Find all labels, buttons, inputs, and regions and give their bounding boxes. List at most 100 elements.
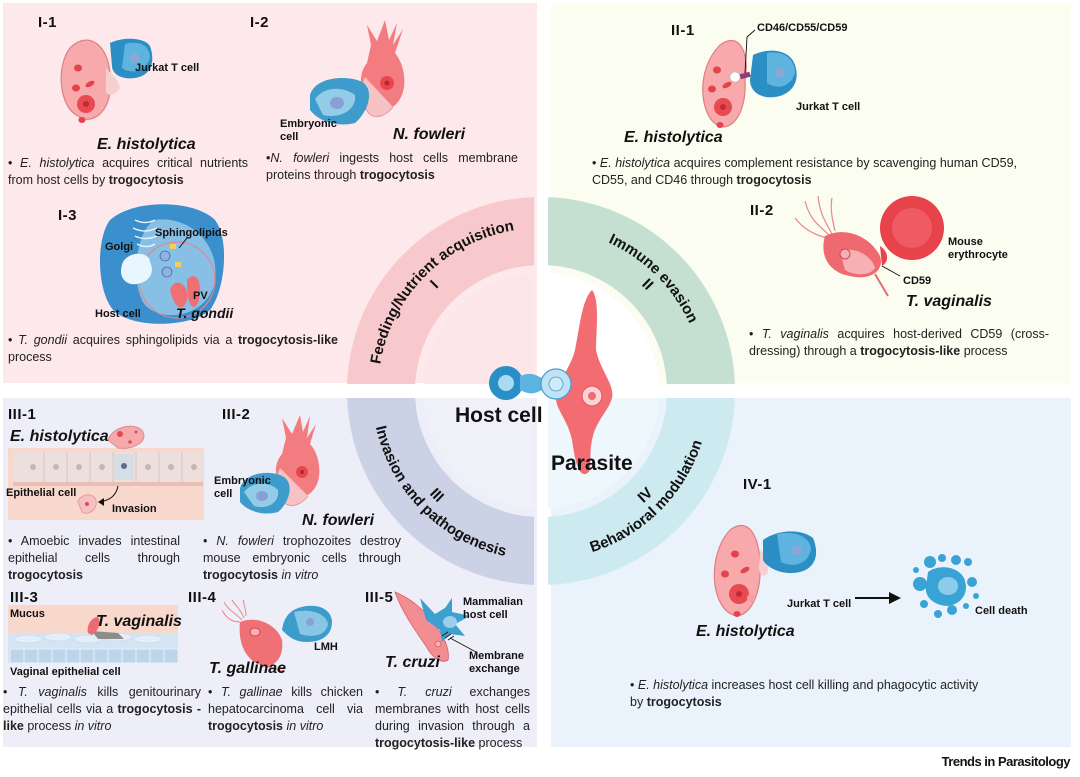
- species-name: T. gallinae: [220, 685, 283, 699]
- species-name: N. fowleri: [216, 534, 274, 548]
- label-mammalian-host-cell: Mammalian host cell: [463, 596, 523, 621]
- tag-III-1: III-1: [8, 406, 37, 423]
- emphasis-term: trogocytosis: [203, 568, 279, 582]
- amoeba-complement-illustration: [702, 29, 797, 128]
- tag-I-2: I-2: [250, 14, 270, 31]
- description-text: acquires complement resistance by scaven…: [592, 156, 1017, 187]
- label-membrane-exchange: Membrane exchange: [469, 650, 525, 675]
- tag-I-3: I-3: [58, 207, 78, 224]
- dying-cell-icon: [913, 554, 979, 618]
- amoeba-jurkat-illustration: [60, 38, 153, 123]
- ring-band-II: [548, 197, 735, 384]
- ring-band-I: [347, 197, 534, 384]
- label-mucus: Mucus: [10, 608, 45, 620]
- amoeba-jurkat-killing-illustration: [713, 524, 817, 617]
- species-name: in vitro: [281, 568, 319, 582]
- description-I-2: •N. fowleri ingests host cells membrane …: [266, 150, 518, 184]
- description-text: acquires host-derived CD59 (cross-dressi…: [749, 327, 1050, 358]
- description-text: acquires critical nutrients from host ce…: [8, 156, 248, 187]
- tag-III-4: III-4: [188, 589, 217, 606]
- trypanosome-membrane-exchange-illustration: [394, 591, 477, 662]
- description-text: •: [749, 327, 762, 341]
- species-e-histolytica: E. histolytica: [624, 129, 723, 146]
- description-text: •: [8, 333, 19, 347]
- description-text: process: [475, 736, 523, 750]
- label-jurkat-t-cell: Jurkat T cell: [787, 598, 852, 610]
- ring-inner-I: [423, 273, 534, 384]
- host-cell-label: Host cell: [455, 404, 543, 427]
- description-text: exchanges membranes with host cells duri…: [375, 685, 531, 733]
- description-text: •: [203, 534, 217, 548]
- description-text: kills genitourinary epithelial cells via…: [3, 685, 201, 716]
- epithelium-invasion-illustration: [8, 425, 204, 520]
- description-III-2: • N. fowleri trophozoites destroy mouse …: [203, 533, 401, 584]
- species-name: T. vaginalis: [761, 327, 829, 341]
- tag-I-1: I-1: [38, 14, 58, 31]
- ring-band-III: [347, 398, 534, 585]
- panel-immune-evasion: [551, 3, 1071, 383]
- label-cell-death: Cell death: [975, 605, 1028, 617]
- species-name: E. histolytica: [20, 156, 95, 170]
- label-embryonic-cell: Embryonic cell: [214, 475, 271, 500]
- ring-band-IV: [548, 398, 735, 585]
- description-text: •: [630, 678, 638, 692]
- description-IV-1: • E. histolytica increases host cell kil…: [630, 677, 990, 711]
- species-t-vaginalis: T. vaginalis: [96, 613, 182, 630]
- species-t-gondii: T. gondii: [176, 305, 234, 321]
- emphasis-term: trogocytosis-like: [860, 344, 961, 358]
- description-III-4: • T. gallinae kills chicken hepatocarcin…: [208, 684, 363, 735]
- naegleria-embryonic-illustration: [310, 20, 405, 125]
- description-III-3: • T. vaginalis kills genitourinary epith…: [3, 684, 201, 735]
- species-name: N. fowleri: [270, 151, 330, 165]
- emphasis-term: trogocytosis-like: [237, 333, 338, 347]
- species-name: T. vaginalis: [17, 685, 87, 699]
- label-cd46-cd55-cd59: CD46/CD55/CD59: [757, 22, 848, 34]
- species-name: E. histolytica: [637, 678, 709, 692]
- label-golgi: Golgi: [105, 241, 134, 253]
- label-jurkat-t-cell: Jurkat T cell: [135, 62, 200, 74]
- description-text: ingests host cells membrane proteins thr…: [266, 151, 518, 182]
- ring-inner-III: [423, 398, 534, 509]
- description-text: acquires sphingolipids via a: [67, 333, 238, 347]
- description-III-5: • T. cruzi exchanges membranes with host…: [375, 684, 530, 752]
- species-n-fowleri: N. fowleri: [393, 126, 466, 143]
- label-epithelial-cell: Epithelial cell: [6, 487, 77, 499]
- emphasis-term: trogocytosis: [108, 173, 184, 187]
- trichomonas-erythrocyte-illustration: [794, 196, 944, 297]
- description-text: increases host cell killing and phagocyt…: [630, 678, 979, 709]
- description-text: •: [375, 685, 398, 699]
- description-III-1: • Amoebic invades intestinal epithelial …: [8, 533, 180, 584]
- species-t-vaginalis: T. vaginalis: [906, 293, 992, 310]
- description-text: •: [3, 685, 18, 699]
- species-t-gallinae: T. gallinae: [209, 660, 287, 677]
- description-text: •: [208, 685, 221, 699]
- description-text: •: [8, 156, 21, 170]
- species-e-histolytica: E. histolytica: [97, 136, 196, 153]
- description-text: trophozoites destroy mouse embryonic cel…: [203, 534, 401, 565]
- description-II-1: • E. histolytica acquires complement res…: [592, 155, 1017, 189]
- description-I-1: • E. histolytica acquires critical nutri…: [8, 155, 248, 189]
- tag-III-2: III-2: [222, 406, 251, 423]
- tag-III-3: III-3: [10, 589, 39, 606]
- parasite-label: Parasite: [551, 452, 633, 475]
- tag-II-2: II-2: [750, 202, 774, 219]
- species-name: T. cruzi: [397, 685, 452, 699]
- label-invasion: Invasion: [112, 503, 157, 515]
- emphasis-term: trogocytosis: [359, 168, 435, 182]
- trichomonas-lmh-illustration: [222, 600, 332, 672]
- emphasis-term: trogocytosis: [8, 568, 84, 582]
- description-text: • Amoebic invades intestinal epithelial …: [8, 534, 180, 565]
- species-name: E. histolytica: [599, 156, 671, 170]
- description-I-3: • T. gondii acquires sphingolipids via a…: [8, 332, 338, 366]
- description-text: process: [23, 719, 75, 733]
- description-text: process: [8, 350, 52, 364]
- tag-IV-1: IV-1: [743, 476, 772, 493]
- description-text: •: [266, 151, 271, 165]
- label-lmh: LMH: [314, 641, 338, 653]
- emphasis-term: trogocytosis -like: [3, 702, 201, 733]
- label-sphingolipids: Sphingolipids: [155, 227, 228, 239]
- toxoplasma-host-cell-illustration: [99, 204, 225, 324]
- species-n-fowleri: N. fowleri: [302, 512, 375, 529]
- emphasis-term: trogocytosis: [208, 719, 284, 733]
